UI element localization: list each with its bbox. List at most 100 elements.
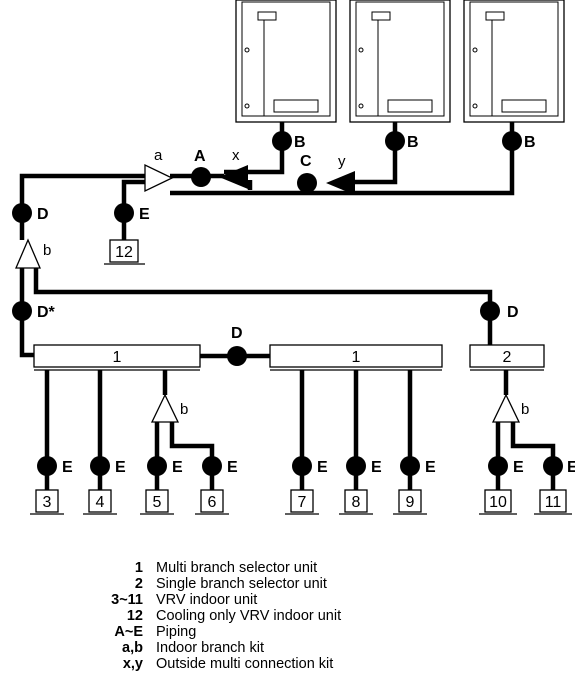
indoor-unit-7: 7 xyxy=(285,489,319,515)
label-E4: E xyxy=(115,459,126,476)
piping-diagram: B B B A C x y a D E b D* D 12 1 D 1 2 xyxy=(12,0,575,515)
cooling-indoor-unit: 12 xyxy=(104,239,145,265)
label-E7: E xyxy=(317,459,328,476)
label-b-right: b xyxy=(521,401,529,418)
legend-desc: VRV indoor unit xyxy=(156,592,258,608)
label-D-left: D xyxy=(37,206,49,223)
label-E5: E xyxy=(172,459,183,476)
pipe-dot-B2 xyxy=(385,131,405,151)
label-B2: B xyxy=(407,134,419,151)
outdoor-unit-3 xyxy=(463,0,565,123)
indoor-unit-5-label: 5 xyxy=(153,494,162,511)
legend-desc: Cooling only VRV indoor unit xyxy=(156,608,342,624)
indoor-unit-6-label: 6 xyxy=(208,494,217,511)
indoor-unit-10: 10 xyxy=(479,489,517,515)
label-E10: E xyxy=(513,459,524,476)
pipe-dot-D-right xyxy=(480,301,500,321)
legend-row: 2 Single branch selector unit xyxy=(0,576,575,592)
outdoor-piping xyxy=(19,122,515,358)
pipe-dot-E3 xyxy=(37,456,57,476)
label-D-star: D* xyxy=(37,304,56,321)
outside-kit-y xyxy=(326,171,355,195)
legend-row: 12 Cooling only VRV indoor unit xyxy=(0,608,575,624)
pipe-dot-E11 xyxy=(543,456,563,476)
legend-key: A~E xyxy=(114,624,143,640)
label-A: A xyxy=(194,148,206,165)
outdoor-unit-2 xyxy=(349,0,451,123)
pipe-dot-E9 xyxy=(400,456,420,476)
indoor-unit-9: 9 xyxy=(393,489,427,515)
label-x: x xyxy=(232,147,240,164)
indoor-unit-4: 4 xyxy=(83,489,117,515)
legend-row: 1 Multi branch selector unit xyxy=(0,560,575,576)
indoor-unit-3-label: 3 xyxy=(43,494,52,511)
label-E9: E xyxy=(425,459,436,476)
outside-kit-x xyxy=(219,165,248,189)
label-b-left: b xyxy=(180,401,188,418)
legend-row: 3~11 VRV indoor unit xyxy=(0,592,575,608)
label-C: C xyxy=(300,153,312,170)
pipe-dot-E8 xyxy=(346,456,366,476)
pipe-dot-A xyxy=(191,167,211,187)
legend-key: x,y xyxy=(122,656,143,672)
cooling-unit-label: 12 xyxy=(115,244,133,261)
indoor-unit-11: 11 xyxy=(534,489,572,515)
label-B1: B xyxy=(294,134,306,151)
indoor-unit-4-label: 4 xyxy=(96,494,105,511)
selector-unit-right: 2 xyxy=(469,344,545,368)
legend-desc: Single branch selector unit xyxy=(156,576,327,592)
selector-unit-middle: 1 xyxy=(269,344,443,368)
pipe-dot-D-left xyxy=(12,203,32,223)
label-E11: E xyxy=(567,459,575,476)
label-E3: E xyxy=(62,459,73,476)
label-B3: B xyxy=(524,134,536,151)
indoor-unit-11-label: 11 xyxy=(545,494,562,511)
selector-right-label: 2 xyxy=(503,349,512,366)
legend-key: 2 xyxy=(134,576,143,592)
label-D-right: D xyxy=(507,304,519,321)
indoor-unit-7-label: 7 xyxy=(298,494,307,511)
indoor-unit-9-label: 9 xyxy=(406,494,415,511)
pipe-dot-B3 xyxy=(502,131,522,151)
pipe-dot-D-star xyxy=(12,301,32,321)
legend-key: a,b xyxy=(122,640,143,656)
branch-kit-a xyxy=(144,163,174,193)
indoor-unit-3: 3 xyxy=(30,489,64,515)
label-E8: E xyxy=(371,459,382,476)
label-a: a xyxy=(154,147,163,164)
label-y: y xyxy=(338,153,346,170)
outdoor-unit-1 xyxy=(235,0,337,123)
legend-desc: Outside multi connection kit xyxy=(156,656,334,672)
branch-kit-b-left xyxy=(150,393,180,423)
legend-desc: Piping xyxy=(156,624,197,640)
pipe-dot-E4 xyxy=(90,456,110,476)
pipe-dot-E-cool xyxy=(114,203,134,223)
branch-kit-b-right xyxy=(491,393,521,423)
pipe-dot-E5 xyxy=(147,456,167,476)
selector-left-label: 1 xyxy=(113,349,122,366)
pipe-dot-E6 xyxy=(202,456,222,476)
pipe-dot-E10 xyxy=(488,456,508,476)
legend-desc: Multi branch selector unit xyxy=(156,560,318,576)
legend-row: x,y Outside multi connection kit xyxy=(0,656,575,672)
indoor-unit-8-label: 8 xyxy=(352,494,361,511)
label-E6: E xyxy=(227,459,238,476)
legend-key: 1 xyxy=(134,560,143,576)
legend-key: 3~11 xyxy=(111,592,143,608)
indoor-unit-5: 5 xyxy=(140,489,174,515)
legend-desc: Indoor branch kit xyxy=(156,640,265,656)
label-E-cool: E xyxy=(139,206,150,223)
legend-row: A~E Piping xyxy=(0,624,575,640)
label-D-mid: D xyxy=(231,325,243,342)
pipe-dot-C xyxy=(297,173,317,193)
legend-row: a,b Indoor branch kit xyxy=(0,640,575,656)
selector-middle-label: 1 xyxy=(352,349,361,366)
legend-key: 12 xyxy=(126,608,143,624)
indoor-unit-10-label: 10 xyxy=(489,494,507,511)
indoor-unit-8: 8 xyxy=(339,489,373,515)
selector-unit-left: 1 xyxy=(33,344,201,368)
label-b-main: b xyxy=(43,242,51,259)
pipe-dot-E7 xyxy=(292,456,312,476)
pipe-dot-B1 xyxy=(272,131,292,151)
pipe-dot-D-mid xyxy=(227,346,247,366)
